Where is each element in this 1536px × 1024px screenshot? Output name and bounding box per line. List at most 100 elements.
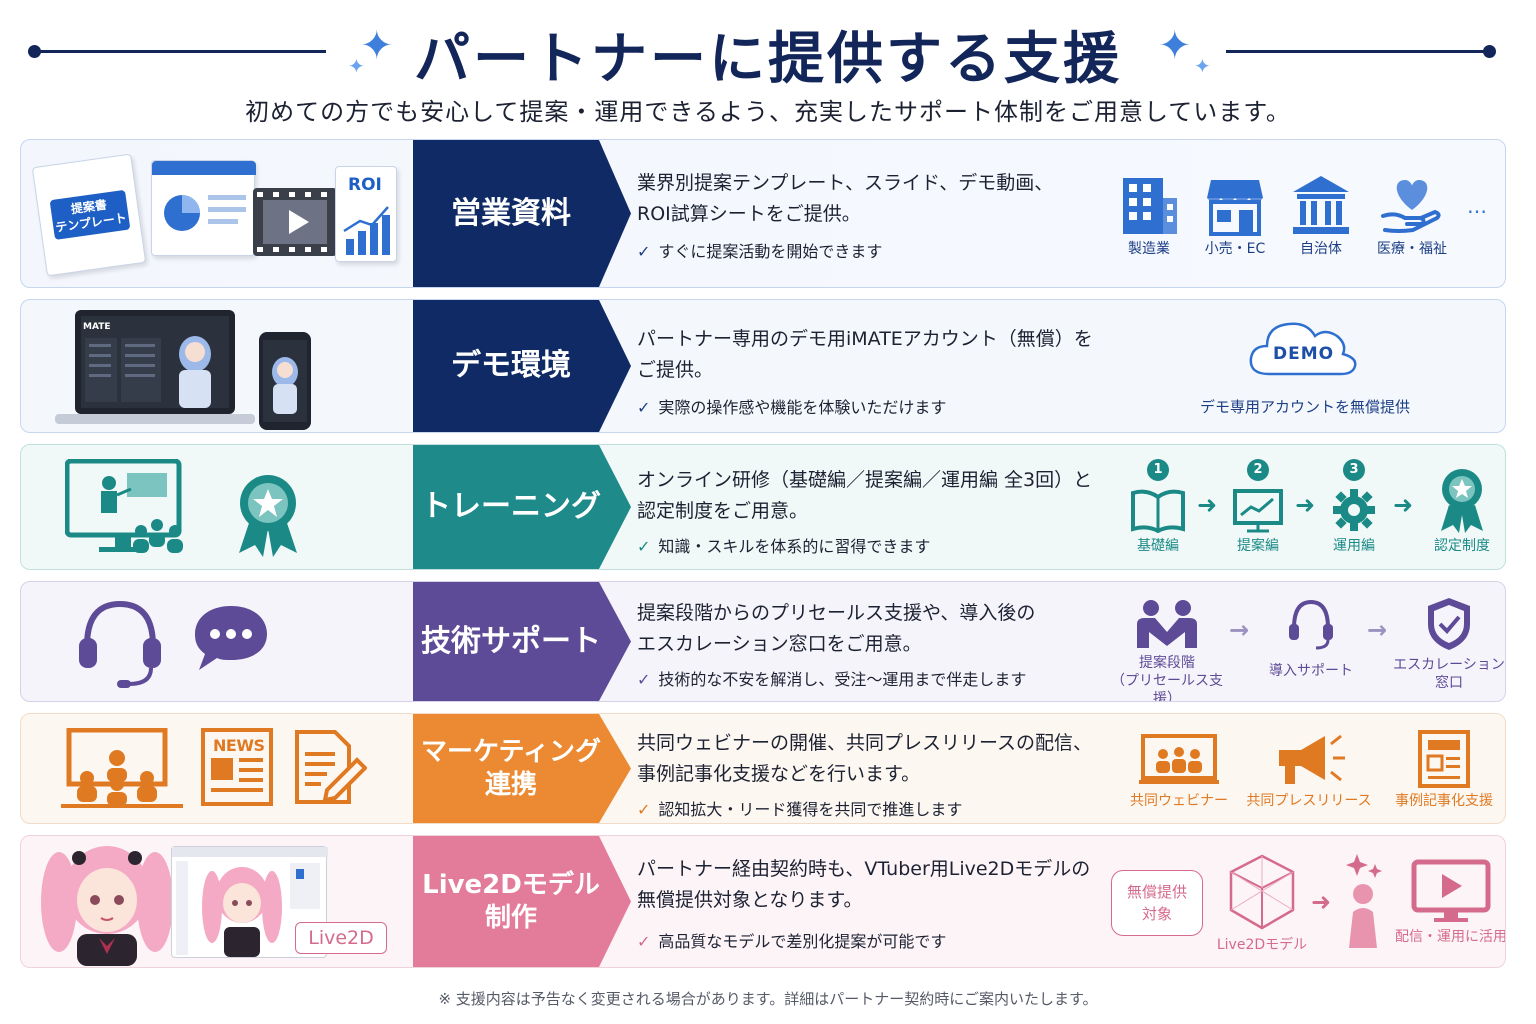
marketing-caption: 共同ウェビナー xyxy=(1130,793,1228,809)
government-building-icon xyxy=(1293,176,1349,234)
handshake-icon xyxy=(1137,600,1197,648)
page-header: ✦ ✦ パートナーに提供する支援 ✦ ✦ 初めての方でも安心して提案・運用できる… xyxy=(0,0,1536,138)
support-row-marketing: NEWS マーケティング 連携 共同ウェビナーの開催、共同プレスリリースの配信、… xyxy=(20,713,1506,824)
cloud-text: DEMO xyxy=(1273,344,1335,364)
support-label: 営業資料 xyxy=(413,140,631,287)
training-illustration xyxy=(21,445,413,569)
arrow-right-icon: → xyxy=(1229,616,1250,644)
marketing-illustration: NEWS xyxy=(21,714,413,823)
check-note: ✓ 技術的な不安を解消し、受注〜運用まで伴走します xyxy=(637,666,1107,690)
industry-caption: 製造業 xyxy=(1128,241,1170,257)
technical-support-flow: 提案段階 （プリセールス支援） → 導入サポート → エスカレーション 窓口 xyxy=(1101,582,1505,701)
gear-icon xyxy=(1333,489,1375,531)
support-row-sales-materials: 提案書 テンプレート ROI xyxy=(20,139,1506,288)
check-note: ✓認知拡大・リード獲得を共同で推進します xyxy=(637,796,1107,820)
escalation-desk: エスカレーション 窓口 xyxy=(1391,596,1505,692)
sales-materials-illustration: 提案書 テンプレート ROI xyxy=(21,140,413,287)
support-step-caption: エスカレーション 窓口 xyxy=(1393,657,1505,691)
online-training-icon xyxy=(65,459,183,553)
page-title: パートナーに提供する支援 xyxy=(414,27,1122,92)
support-label: Live2Dモデル 制作 xyxy=(413,836,631,967)
training-step-basic: 基礎編 xyxy=(1125,487,1191,555)
support-description: 業界別提案テンプレート、スライド、デモ動画、 ROI試算シートをご提供。 ✓すぐ… xyxy=(637,140,1107,287)
presentation-chart-icon xyxy=(1233,489,1283,533)
vtuber-character-icon xyxy=(41,846,173,966)
step-caption: 基礎編 xyxy=(1137,538,1179,554)
header-dot-left xyxy=(28,45,41,58)
demo-account-graphic: DEMO デモ専用アカウントを無償提供 xyxy=(1101,300,1505,432)
chat-bubble-icon xyxy=(195,606,267,670)
proposal-template-tag: 提案書 テンプレート xyxy=(49,189,131,240)
character-step xyxy=(1333,852,1393,956)
check-icon: ✓ xyxy=(637,800,651,819)
free-provision-badge: 無償提供 対象 xyxy=(1111,870,1203,936)
live2d-illustration: Live2D xyxy=(21,836,413,967)
megaphone-icon xyxy=(1279,734,1345,784)
shop-icon xyxy=(1207,180,1263,236)
marketing-caption: 共同プレスリリース xyxy=(1246,793,1372,809)
support-label: トレーニング xyxy=(413,445,631,569)
check-note: ✓実際の操作感や機能を体験いただけます xyxy=(637,394,1107,418)
headset-icon xyxy=(79,600,161,688)
marketing-caption: 事例記事化支援 xyxy=(1395,793,1493,809)
industry-caption: 自治体 xyxy=(1300,241,1342,257)
co-webinar: 共同ウェビナー xyxy=(1121,732,1237,810)
sparkle-small-icon: ✦ xyxy=(1194,54,1211,78)
support-description: 提案段階からのプリセールス支援や、導入後の エスカレーション窓口をご用意。 ✓技… xyxy=(637,582,1107,701)
award-ribbon-icon xyxy=(239,475,297,557)
sparkle-person-icon xyxy=(1346,854,1382,948)
article-icon xyxy=(1418,730,1470,788)
live2d-model-step: Live2Dモデル xyxy=(1211,852,1313,954)
award-badge-icon xyxy=(1441,469,1483,533)
header-rule-left xyxy=(36,50,326,53)
page-subtitle: 初めての方でも安心して提案・運用できるよう、充実したサポート体制をご用意していま… xyxy=(245,98,1291,126)
shield-check-icon xyxy=(1428,598,1470,650)
check-text: 高品質なモデルで差別化提案が可能です xyxy=(658,932,947,951)
check-icon: ✓ xyxy=(637,242,651,261)
support-step-caption: 導入サポート xyxy=(1269,663,1353,679)
more-ellipsis: … xyxy=(1467,194,1487,218)
training-step-operation: 運用編 xyxy=(1321,487,1387,555)
industry-caption: 小売・EC xyxy=(1204,241,1266,257)
check-text: 技術的な不安を解消し、受注〜運用まで伴走します xyxy=(658,670,1027,689)
step-caption: 提案編 xyxy=(1237,538,1279,554)
roi-sheet-icon: ROI xyxy=(335,166,397,262)
header-dot-right xyxy=(1483,45,1496,58)
support-step-caption: 提案段階 （プリセールス支援） xyxy=(1111,655,1223,702)
cloud-icon xyxy=(1249,322,1357,376)
check-icon: ✓ xyxy=(637,670,651,689)
demo-environment-illustration: MATE xyxy=(21,300,413,432)
step-number-badge: 3 xyxy=(1343,459,1365,481)
factory-building-icon xyxy=(1123,178,1177,234)
smartphone-icon xyxy=(259,332,311,430)
check-note: ✓高品質なモデルで差別化提案が可能です xyxy=(637,928,1107,952)
step-number-badge: 2 xyxy=(1247,459,1269,481)
cloud-caption: デモ専用アカウントを無償提供 xyxy=(1199,398,1410,416)
industry-government: 自治体 xyxy=(1281,172,1361,258)
sparkle-small-icon: ✦ xyxy=(348,54,365,78)
footnote: ※ 支援内容は予告なく変更される場合があります。詳細はパートナー契約時にご案内い… xyxy=(438,990,1098,1008)
description-text: パートナー専用のデモ用iMATEアカウント（無償）を ご提供。 xyxy=(637,328,1093,381)
support-label: 技術サポート xyxy=(413,582,631,701)
support-label: マーケティング 連携 xyxy=(413,714,631,823)
description-text: 業界別提案テンプレート、スライド、デモ動画、 ROI試算シートをご提供。 xyxy=(637,172,1054,225)
training-step-proposal: 提案編 xyxy=(1225,487,1291,555)
onboarding-support: 導入サポート xyxy=(1255,598,1367,680)
support-row-demo-environment: MATE デモ環境 パートナー専用のデモ用iMATEアカウント（無償）を ご提供… xyxy=(20,299,1506,433)
arrow-right-icon: ➜ xyxy=(1295,491,1316,519)
roi-label: ROI xyxy=(348,175,382,195)
support-row-training: トレーニング オンライン研修（基礎編／提案編／運用編 全3回）と 認定制度をご用… xyxy=(20,444,1506,570)
vtuber-preview-icon xyxy=(202,867,282,957)
live2d-caption: 配信・運用に活用 xyxy=(1395,929,1506,945)
live2d-tag: Live2D xyxy=(295,922,387,954)
support-label: デモ環境 xyxy=(413,300,631,432)
streaming-use-step: 配信・運用に活用 xyxy=(1395,858,1506,946)
industry-retail-ec: 小売・EC xyxy=(1195,172,1275,258)
presales-support: 提案段階 （プリセールス支援） xyxy=(1101,598,1233,702)
case-study-article: 事例記事化支援 xyxy=(1383,730,1505,810)
arrow-right-icon: ➜ xyxy=(1197,491,1218,519)
marketing-activities: 共同ウェビナー 共同プレスリリース 事例記事化支援 xyxy=(1101,714,1505,823)
live2d-caption: Live2Dモデル xyxy=(1216,937,1308,953)
live2d-flow: 無償提供 対象 Live2Dモデル ➜ xyxy=(1101,836,1505,967)
slide-document-icon xyxy=(151,160,256,256)
